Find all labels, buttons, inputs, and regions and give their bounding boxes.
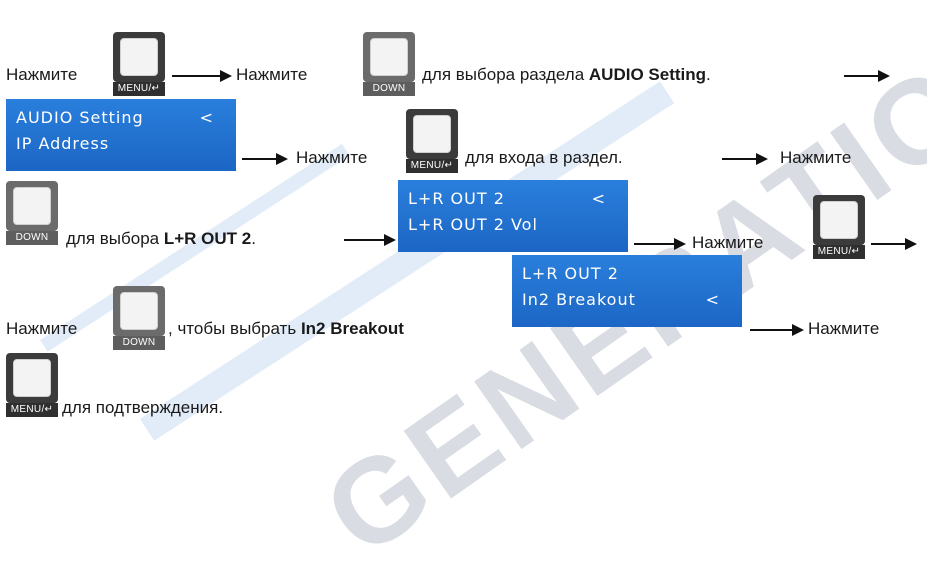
instruction-text: Нажмите xyxy=(6,65,78,84)
arrow-icon xyxy=(344,234,396,246)
menu-key-icon: MENU/↵ xyxy=(6,353,58,417)
instruction-text: Нажмите xyxy=(780,148,852,167)
arrow-icon xyxy=(750,324,804,336)
instruction-text: Нажмите xyxy=(236,65,308,84)
instruction-text: Нажмите xyxy=(808,319,880,338)
lcd-cursor: < xyxy=(705,290,720,309)
arrow-icon xyxy=(844,70,890,82)
arrow-icon xyxy=(242,153,288,165)
arrow-icon xyxy=(871,238,917,250)
lcd-cursor: < xyxy=(591,189,606,208)
lcd-line: IP Address xyxy=(16,134,110,153)
down-key-icon: DOWN xyxy=(113,286,165,350)
down-key-icon: DOWN xyxy=(6,181,58,245)
instruction-text: Нажмите xyxy=(296,148,368,167)
lcd-screen: L+R OUT 2 In2 Breakout < xyxy=(512,255,742,327)
instruction-text: для выбора L+R OUT 2. xyxy=(66,229,256,248)
instruction-text: Нажмите xyxy=(692,233,764,252)
lcd-line: AUDIO Setting xyxy=(16,108,144,127)
lcd-line: In2 Breakout xyxy=(522,290,636,309)
lcd-line: L+R OUT 2 Vol xyxy=(408,215,538,234)
menu-key-icon: MENU/↵ xyxy=(813,195,865,259)
lcd-line: L+R OUT 2 xyxy=(522,264,619,283)
down-key-icon: DOWN xyxy=(363,32,415,96)
menu-key-icon: MENU/↵ xyxy=(406,109,458,173)
lcd-line: L+R OUT 2 xyxy=(408,189,505,208)
menu-key-icon: MENU/↵ xyxy=(113,32,165,96)
instruction-text: , чтобы выбрать In2 Breakout xyxy=(168,319,404,338)
lcd-cursor: < xyxy=(199,108,214,127)
arrow-icon xyxy=(722,153,768,165)
lcd-screen: L+R OUT 2 < L+R OUT 2 Vol xyxy=(398,180,628,252)
instruction-text: Нажмите xyxy=(6,319,78,338)
instruction-text: для выбора раздела AUDIO Setting. xyxy=(422,65,711,84)
arrow-icon xyxy=(634,238,686,250)
instruction-text: для входа в раздел. xyxy=(465,148,623,167)
instruction-text: для подтверждения. xyxy=(62,398,224,417)
lcd-screen: AUDIO Setting < IP Address xyxy=(6,99,236,171)
arrow-icon xyxy=(172,70,232,82)
